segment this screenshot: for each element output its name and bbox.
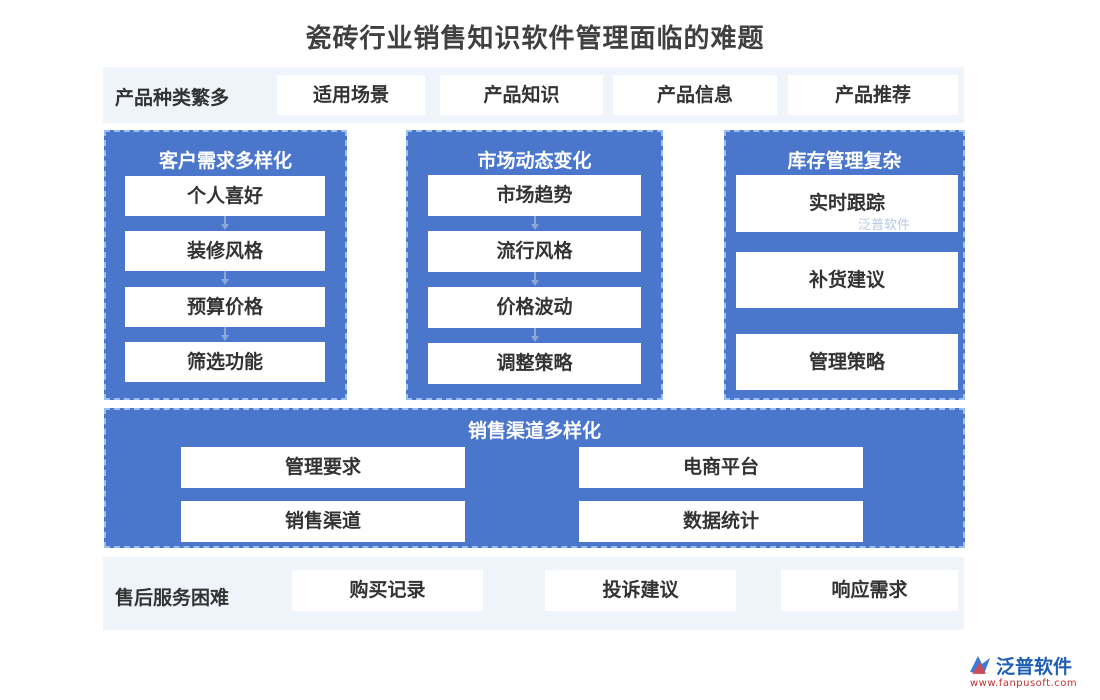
flow-connector xyxy=(534,216,536,224)
flow-arrow xyxy=(221,224,229,230)
flow-connector xyxy=(224,271,226,279)
customer-panel: 客户需求多样化 个人喜好 装修风格 预算价格 筛选功能 xyxy=(104,130,347,400)
brand-logo: 泛普软件 www.fanpusoft.com xyxy=(968,652,1093,692)
aftersales-item: 投诉建议 xyxy=(545,570,736,611)
flow-arrow xyxy=(221,335,229,341)
inventory-panel: 库存管理复杂 实时跟踪 补货建议 管理策略 xyxy=(724,130,965,400)
flow-connector xyxy=(534,328,536,336)
market-item: 流行风格 xyxy=(428,231,641,272)
flow-arrow xyxy=(221,279,229,285)
channel-item: 电商平台 xyxy=(579,447,863,488)
inventory-item: 补货建议 xyxy=(736,252,958,308)
product-row: 产品种类繁多 适用场景 产品知识 产品信息 产品推荐 xyxy=(103,67,964,123)
market-item: 市场趋势 xyxy=(428,175,641,216)
page-title: 瓷砖行业销售知识软件管理面临的难题 xyxy=(305,24,765,54)
channel-item: 管理要求 xyxy=(181,447,465,488)
aftersales-item: 购买记录 xyxy=(292,570,483,611)
flow-arrow xyxy=(531,280,539,286)
product-row-label: 产品种类繁多 xyxy=(115,87,230,109)
customer-item: 装修风格 xyxy=(125,231,325,271)
customer-item: 筛选功能 xyxy=(125,342,325,382)
channel-item: 销售渠道 xyxy=(181,501,465,542)
aftersales-row: 售后服务困难 购买记录 投诉建议 响应需求 xyxy=(103,557,964,630)
market-item: 价格波动 xyxy=(428,287,641,328)
flow-connector xyxy=(534,272,536,280)
product-item: 产品推荐 xyxy=(788,75,958,115)
market-panel: 市场动态变化 市场趋势 流行风格 价格波动 调整策略 xyxy=(406,130,663,400)
channel-panel: 销售渠道多样化 管理要求 电商平台 销售渠道 数据统计 xyxy=(104,408,965,548)
aftersales-item: 响应需求 xyxy=(781,570,958,611)
watermark: 泛普软件 xyxy=(858,218,911,233)
inventory-item: 管理策略 xyxy=(736,334,958,390)
market-panel-title: 市场动态变化 xyxy=(477,150,592,172)
market-item: 调整策略 xyxy=(428,343,641,384)
channel-item: 数据统计 xyxy=(579,501,863,542)
flow-connector xyxy=(224,327,226,335)
product-item: 产品信息 xyxy=(613,75,777,115)
customer-item: 预算价格 xyxy=(125,287,325,327)
logo-name: 泛普软件 xyxy=(996,656,1073,678)
product-item: 适用场景 xyxy=(277,75,425,115)
flow-arrow xyxy=(531,336,539,342)
inventory-item: 实时跟踪 xyxy=(736,175,958,232)
flow-connector xyxy=(224,216,226,224)
logo-icon xyxy=(970,656,990,674)
inventory-panel-title: 库存管理复杂 xyxy=(787,150,902,172)
product-item: 产品知识 xyxy=(440,75,603,115)
customer-item: 个人喜好 xyxy=(125,176,325,216)
customer-panel-title: 客户需求多样化 xyxy=(158,150,292,172)
logo-url: www.fanpusoft.com xyxy=(970,678,1078,689)
aftersales-row-label: 售后服务困难 xyxy=(115,587,230,609)
flow-arrow xyxy=(531,224,539,230)
channel-panel-title: 销售渠道多样化 xyxy=(467,420,601,442)
